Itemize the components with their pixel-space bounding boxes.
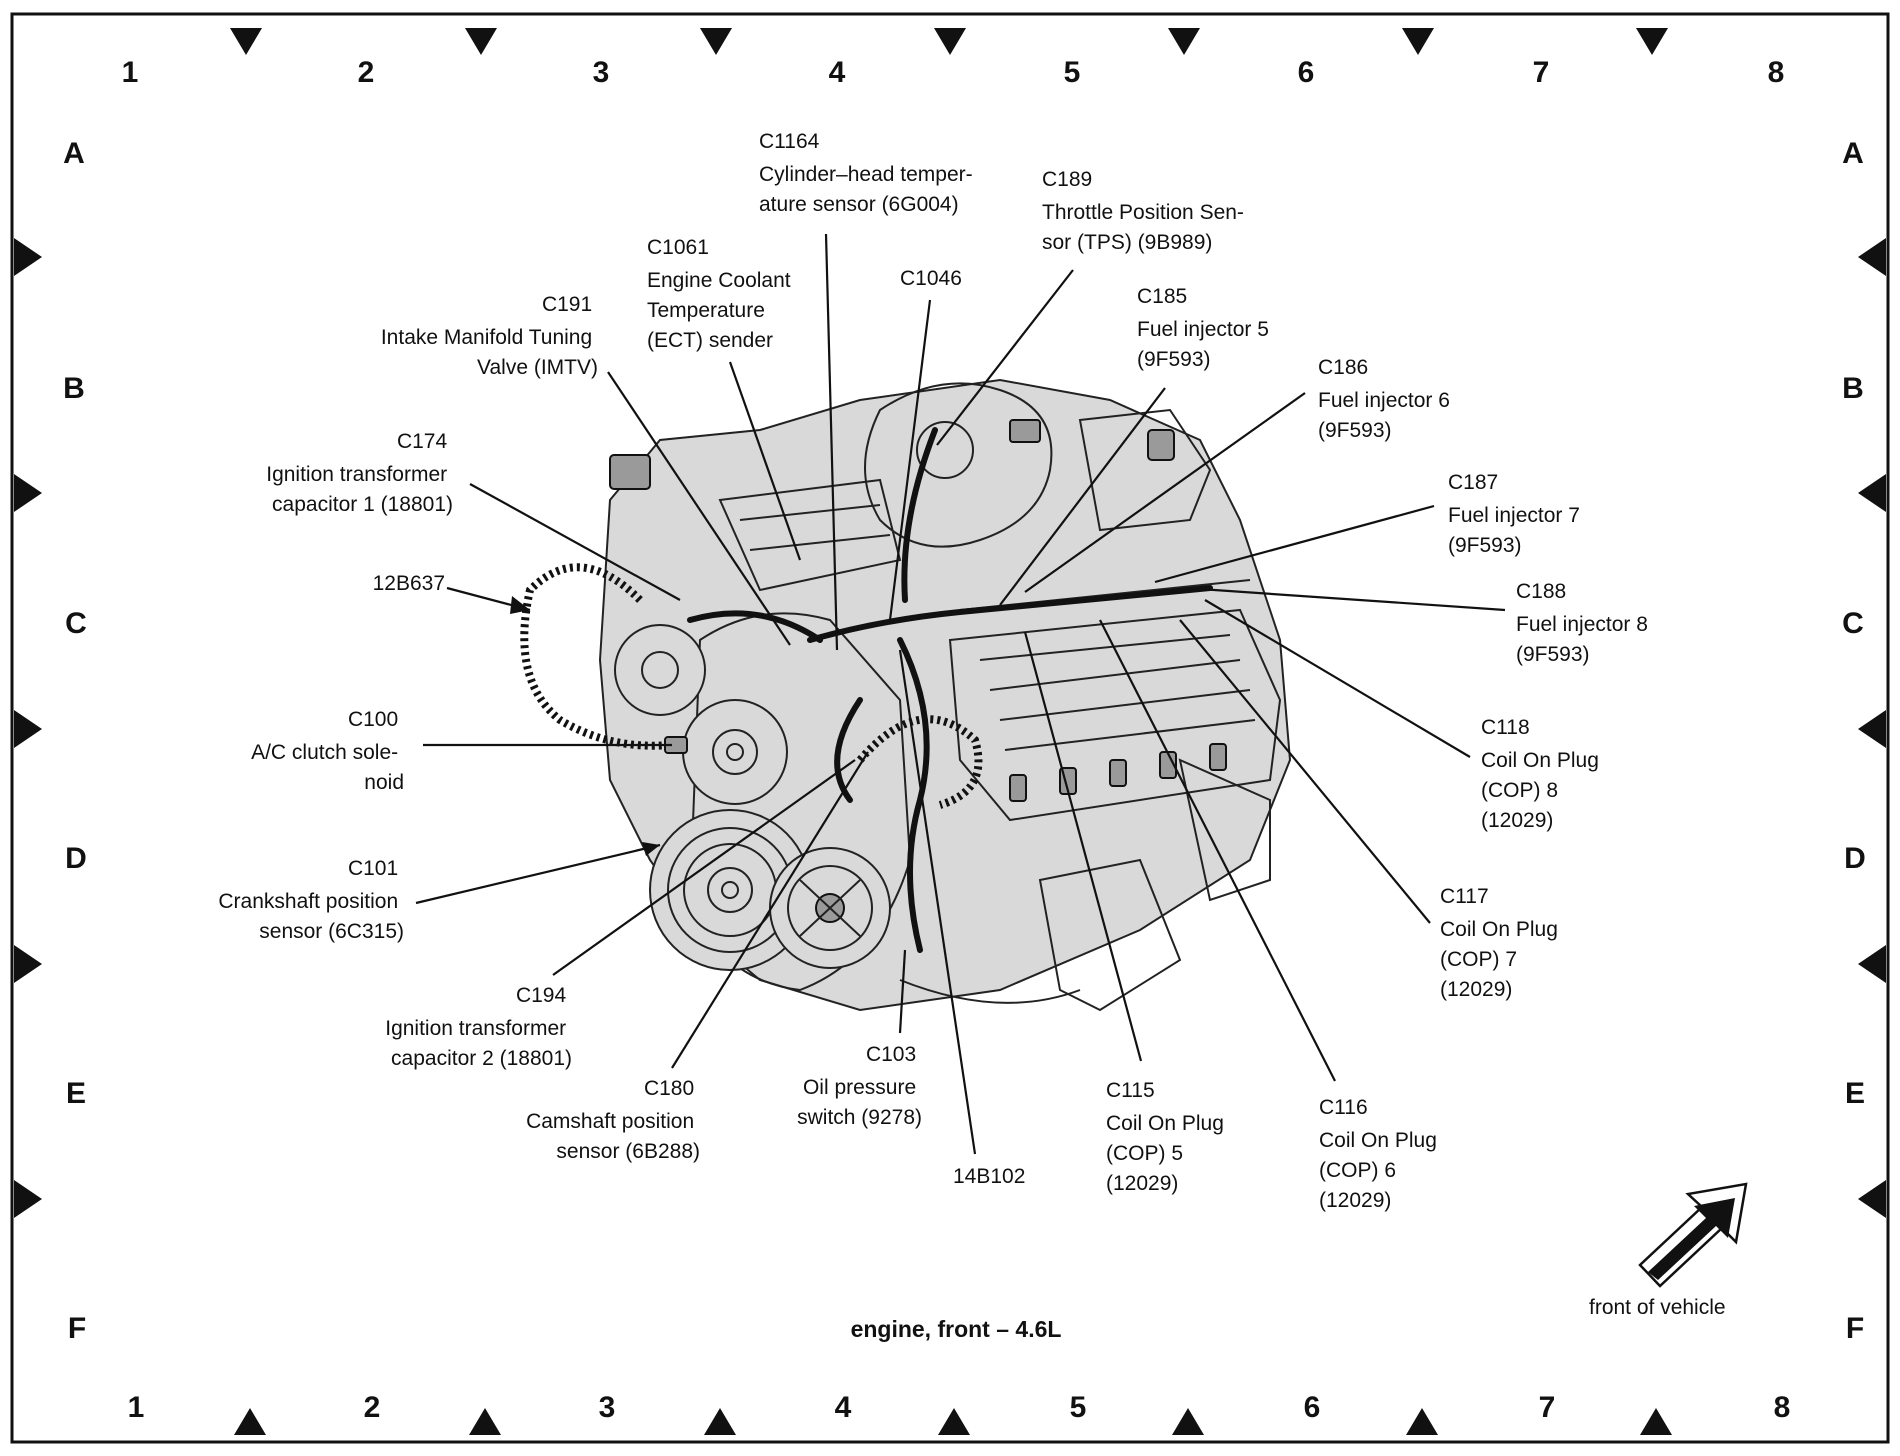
column-label: 7 <box>1539 1391 1556 1424</box>
column-label: 3 <box>599 1391 616 1424</box>
callout-c100: C100 A/C clutch sole- noid <box>251 708 404 794</box>
row-label: A <box>63 137 85 170</box>
callout-c185: C185 Fuel injector 5 (9F593) <box>1137 285 1275 371</box>
callout-c116: C116 Coil On Plug (COP) 6 (12029) <box>1319 1096 1443 1212</box>
row-label: D <box>65 842 87 875</box>
callout-c103: C103 Oil pressure switch (9278) <box>797 1043 922 1129</box>
column-label: 2 <box>364 1391 381 1424</box>
callout-c115: C115 Coil On Plug (COP) 5 (12029) <box>1106 1079 1230 1195</box>
grid-row-labels-right: A B C D E F <box>1842 137 1866 1345</box>
column-label: 1 <box>122 56 139 89</box>
grid-column-labels-top: 1 2 3 4 5 6 7 8 <box>122 56 1785 89</box>
row-label: F <box>68 1312 86 1345</box>
row-label: B <box>1842 372 1864 405</box>
front-arrow-icon <box>1638 1182 1748 1288</box>
row-label: C <box>1842 607 1864 640</box>
callout-c1061: C1061 Engine Coolant Temperature (ECT) s… <box>647 236 796 352</box>
callout-c194: C194 Ignition transformer capacitor 2 (1… <box>385 984 572 1070</box>
column-label: 7 <box>1533 56 1550 89</box>
column-label: 5 <box>1064 56 1081 89</box>
callout-c118: C118 Coil On Plug (COP) 8 (12029) <box>1481 716 1605 832</box>
row-label: D <box>1844 842 1866 875</box>
leader-lines <box>415 233 1506 1155</box>
callout-c180: C180 Camshaft position sensor (6B288) <box>526 1077 700 1163</box>
column-label: 3 <box>593 56 610 89</box>
callout-12b637: 12B637 <box>373 572 445 595</box>
callout-c191: C191 Intake Manifold Tuning Valve (IMTV) <box>381 293 598 379</box>
engine-illustration <box>520 378 1292 1012</box>
grid-column-labels-bottom: 1 2 3 4 5 6 7 8 <box>128 1391 1791 1424</box>
callout-c187: C187 Fuel injector 7 (9F593) <box>1448 471 1586 557</box>
grid-row-labels-left: A B C D E F <box>63 137 87 1345</box>
callout-c188: C188 Fuel injector 8 (9F593) <box>1516 580 1654 666</box>
column-label: 8 <box>1774 1391 1791 1424</box>
column-label: 1 <box>128 1391 145 1424</box>
column-label: 6 <box>1304 1391 1321 1424</box>
row-label: E <box>1845 1077 1865 1110</box>
front-of-vehicle-label: front of vehicle <box>1589 1296 1726 1319</box>
column-label: 5 <box>1070 1391 1087 1424</box>
callout-c117: C117 Coil On Plug (COP) 7 (12029) <box>1440 885 1564 1001</box>
callout-c186: C186 Fuel injector 6 (9F593) <box>1318 356 1456 442</box>
diagram-frame <box>10 12 1890 1444</box>
callout-c1046: C1046 <box>900 267 962 290</box>
row-label: E <box>66 1077 86 1110</box>
callout-14b102: 14B102 <box>953 1165 1025 1188</box>
diagram-caption: engine, front – 4.6L <box>851 1316 1062 1342</box>
grid-markers <box>14 28 1886 1435</box>
column-label: 4 <box>835 1391 852 1424</box>
column-label: 4 <box>829 56 846 89</box>
row-label: C <box>65 607 87 640</box>
callout-c1164: C1164 Cylinder–head temper- ature sensor… <box>759 130 978 216</box>
row-label: F <box>1846 1312 1864 1345</box>
row-label: B <box>63 372 85 405</box>
column-label: 6 <box>1298 56 1315 89</box>
callout-c174: C174 Ignition transformer capacitor 1 (1… <box>266 430 453 516</box>
row-label: A <box>1842 137 1864 170</box>
column-label: 2 <box>358 56 375 89</box>
column-label: 8 <box>1768 56 1785 89</box>
callout-c101: C101 Crankshaft position sensor (6C315) <box>218 857 404 943</box>
callout-c189: C189 Throttle Position Sen- sor (TPS) (9… <box>1042 168 1250 254</box>
